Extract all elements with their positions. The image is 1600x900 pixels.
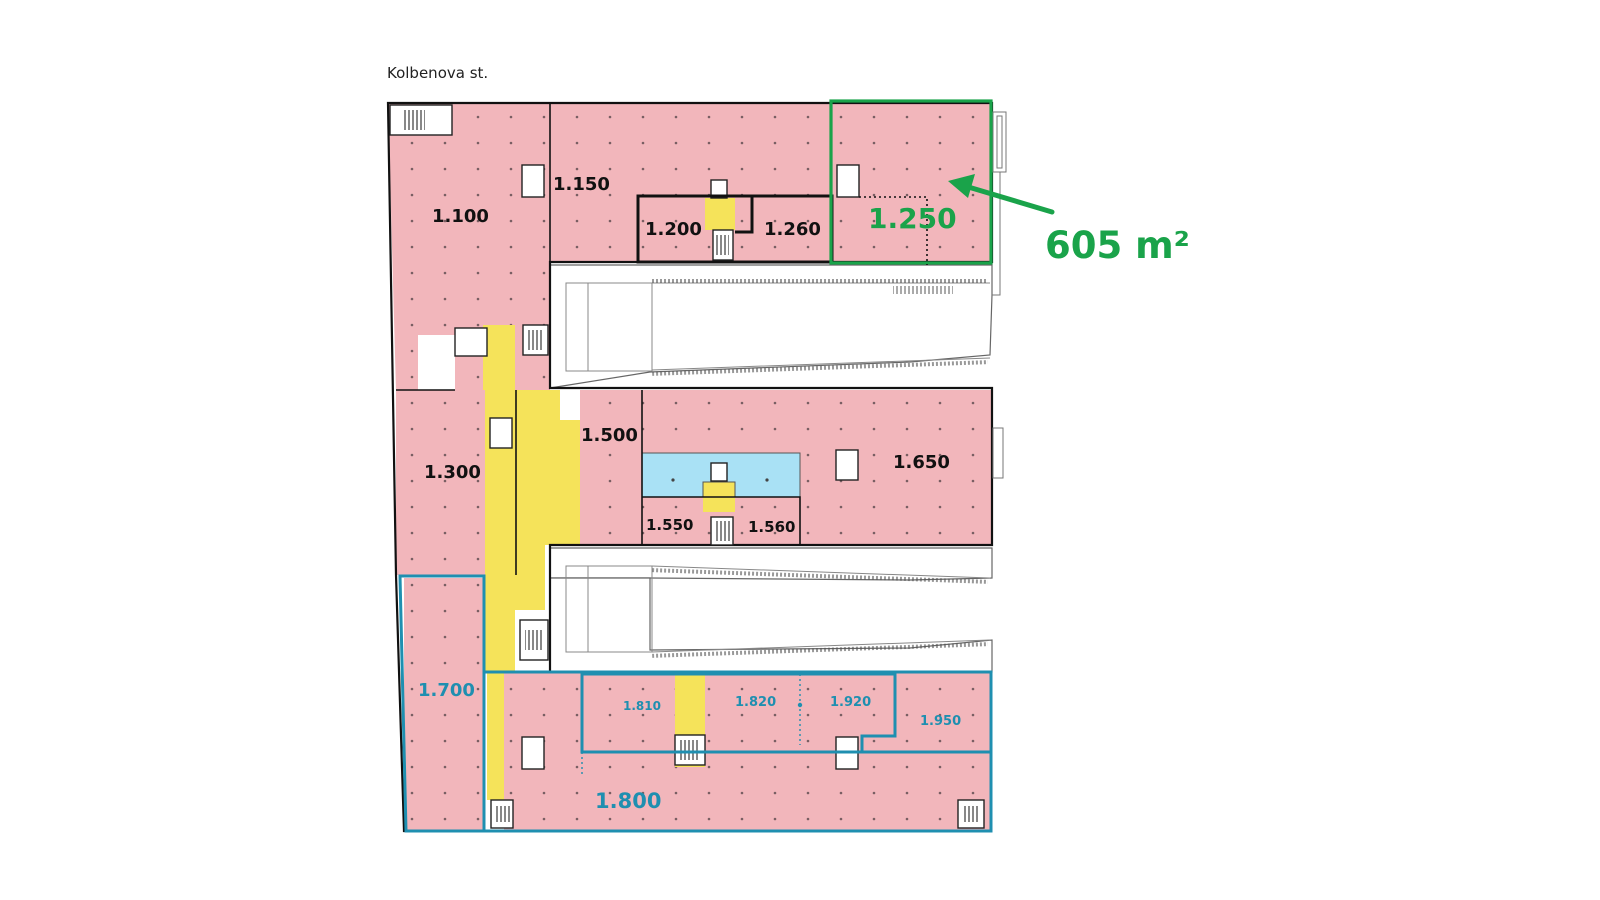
- unit-label-1700: 1.700: [418, 680, 475, 701]
- unit-label-1260: 1.260: [764, 219, 821, 240]
- unit-label-1500: 1.500: [581, 425, 638, 446]
- unit-label-1800: 1.800: [595, 789, 661, 813]
- unit-label-1550: 1.550: [646, 516, 693, 534]
- unit-label-1300: 1.300: [424, 462, 481, 483]
- wall-node: [797, 702, 803, 708]
- shared-area-dot: [765, 478, 769, 482]
- unit-label-1810: 1.810: [623, 699, 661, 713]
- divider-1200-1260: [735, 196, 754, 234]
- unit-label-1820: 1.820: [735, 695, 776, 710]
- blue-inner-dividers: [581, 674, 801, 776]
- unit-label-1200: 1.200: [645, 219, 702, 240]
- unit-label-1920: 1.920: [830, 695, 871, 710]
- courtyard-hatch: [652, 279, 988, 283]
- unit-label-1650: 1.650: [893, 452, 950, 473]
- facade-hatch: [893, 286, 953, 294]
- highlight-unit-1250-outline: [829, 99, 993, 265]
- highlight-area-label: 605 m²: [1045, 224, 1190, 267]
- unit-label-1100: 1.100: [432, 206, 489, 227]
- street-label: Kolbenova st.: [387, 64, 488, 82]
- unit-label-1250: 1.250: [868, 202, 957, 235]
- unit-label-1560: 1.560: [748, 518, 795, 536]
- shared-area-dot: [671, 478, 675, 482]
- highlight-arrow: [948, 174, 1055, 215]
- internal-walls: [396, 103, 801, 575]
- unit-label-1950: 1.950: [920, 714, 961, 729]
- facade-details: [992, 111, 1007, 479]
- courtyard-hatch: [652, 568, 988, 584]
- courtyard-hatch: [652, 642, 988, 658]
- courtyard-hatch: [652, 360, 988, 376]
- unit-label-1150: 1.150: [553, 174, 610, 195]
- stair-hatch: [403, 110, 980, 822]
